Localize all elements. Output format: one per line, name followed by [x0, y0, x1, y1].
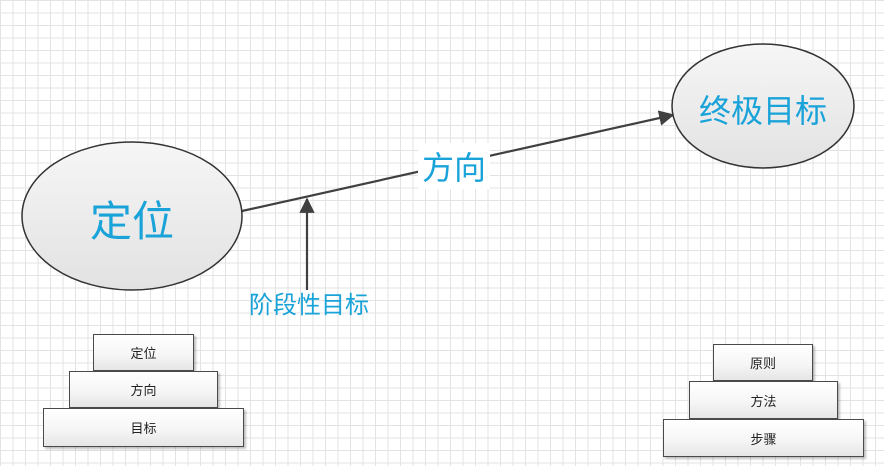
pyramid-level: 原则	[713, 344, 813, 381]
pyramid-level: 定位	[93, 334, 194, 371]
pyramid-level: 目标	[43, 408, 244, 447]
stage-arrow-label: 阶段性目标	[249, 291, 369, 319]
end-node-ellipse	[671, 43, 855, 169]
end-node-label: 终极目标	[699, 92, 828, 130]
pyramid-level: 方法	[689, 381, 838, 419]
pyramid-level: 方向	[69, 371, 218, 408]
start-node-label: 定位	[90, 197, 175, 246]
start-node-ellipse	[21, 141, 243, 291]
pyramid-level: 步骤	[663, 419, 864, 457]
main-arrow-label: 方向	[418, 143, 491, 189]
